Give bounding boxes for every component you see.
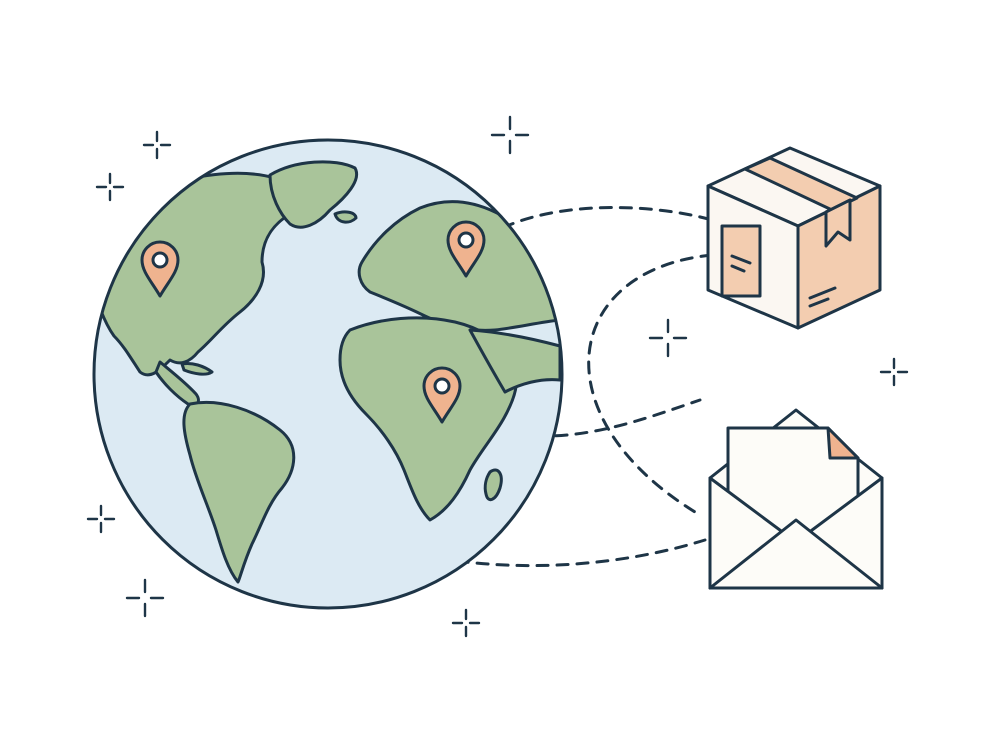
route-box-loop-to-envelope xyxy=(587,253,714,517)
island-caribbean xyxy=(180,362,214,376)
sparkle-icon xyxy=(95,172,125,202)
globe-continents xyxy=(94,160,562,584)
map-pin-icon xyxy=(140,240,180,298)
continent-africa xyxy=(338,316,519,522)
sparkle-icon xyxy=(490,115,530,155)
sparkle-icon xyxy=(451,608,481,638)
continent-greenland xyxy=(268,160,359,229)
map-pin-icon xyxy=(446,220,486,278)
region-arabia xyxy=(468,328,562,394)
island-iceland xyxy=(333,210,358,224)
sparkle-icon xyxy=(86,504,116,534)
sparkle-icon xyxy=(142,130,172,160)
envelope-bottom-flap xyxy=(708,518,884,590)
letter-corner-fold xyxy=(826,426,860,460)
route-africa-loop xyxy=(443,398,702,438)
continent-south-america xyxy=(182,400,296,584)
map-pin-icon xyxy=(422,366,462,424)
box-tape-side xyxy=(824,198,852,248)
sparkle-icon xyxy=(125,578,165,618)
sparkle-icon xyxy=(879,357,909,387)
envelope-icon xyxy=(708,408,884,590)
sparkles xyxy=(86,115,909,638)
sparkle-icon xyxy=(648,318,688,358)
island-madagascar xyxy=(483,468,503,502)
box-tape-top xyxy=(743,156,859,212)
box-label xyxy=(720,224,762,298)
globe-outline xyxy=(92,138,564,610)
package-box-icon xyxy=(706,146,882,330)
globe-icon xyxy=(92,138,564,610)
